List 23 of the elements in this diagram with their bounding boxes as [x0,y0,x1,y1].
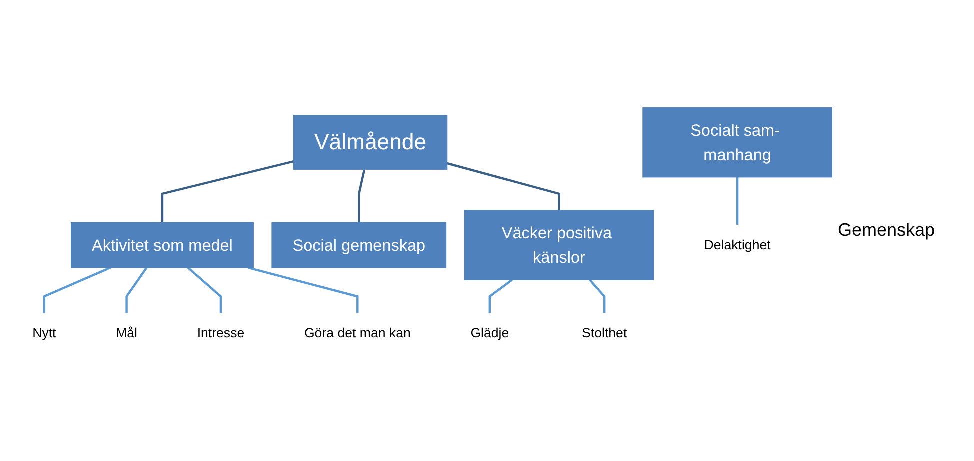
node-text: Mål [116,325,138,340]
connector [187,266,222,313]
connector [446,162,560,210]
connector [736,176,739,225]
node-text: Nytt [32,325,56,340]
node-text: Glädje [470,325,510,340]
note-text: Gemenskap [838,220,936,241]
node-box: Aktivitet som medel [71,222,254,268]
connector [248,266,359,313]
node-box: Social gemenskap [272,222,447,268]
node-text: Intresse [197,325,245,340]
node-text: Stolthet [582,325,628,340]
node-box: Väcker positiva känslor [464,210,654,280]
connector [43,266,112,313]
connector [488,278,513,313]
connector [126,266,148,313]
node-text: Delaktighet [704,237,771,252]
node-text: Göra det man kan [304,325,411,340]
connector [161,160,294,222]
connector [358,168,366,222]
node-box: Välmående [293,114,448,170]
connector [589,278,606,313]
node-box: Socialt sam- manhang [642,107,832,178]
